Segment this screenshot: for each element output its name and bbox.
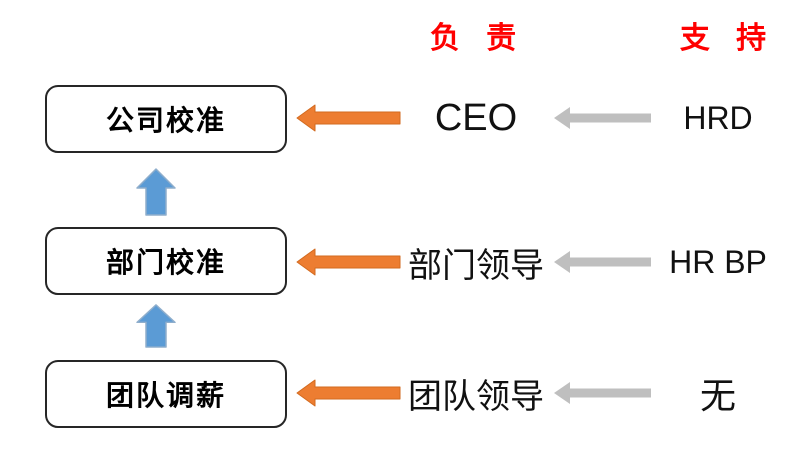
stage-label: 部门校准 <box>105 247 226 278</box>
column-header-support: 支 持 <box>679 22 776 55</box>
stage-label: 团队调薪 <box>105 380 226 411</box>
support-label: 无 <box>699 376 736 416</box>
responsible-label: 团队领导 <box>408 378 544 416</box>
stage-box-team-salary-adjustment: 团队调薪 <box>45 360 287 428</box>
arrow-up-icon <box>136 304 176 348</box>
support-label: HRD <box>683 99 753 136</box>
arrow-left-icon <box>296 104 401 132</box>
arrow-left-icon <box>296 248 401 276</box>
arrow-left-icon <box>296 379 401 407</box>
stage-box-company-calibration: 公司校准 <box>45 85 287 153</box>
stage-label: 公司校准 <box>105 105 226 136</box>
responsible-label: CEO <box>434 96 518 139</box>
arrow-left-icon <box>554 251 651 273</box>
arrow-left-icon <box>554 382 651 404</box>
responsible-label: 部门领导 <box>408 247 544 285</box>
column-header-responsible: 负 责 <box>429 22 526 55</box>
support-label: HR BP <box>669 243 767 280</box>
arrow-up-icon <box>136 168 176 216</box>
stage-box-department-calibration: 部门校准 <box>45 227 287 295</box>
arrow-left-icon <box>554 107 651 129</box>
